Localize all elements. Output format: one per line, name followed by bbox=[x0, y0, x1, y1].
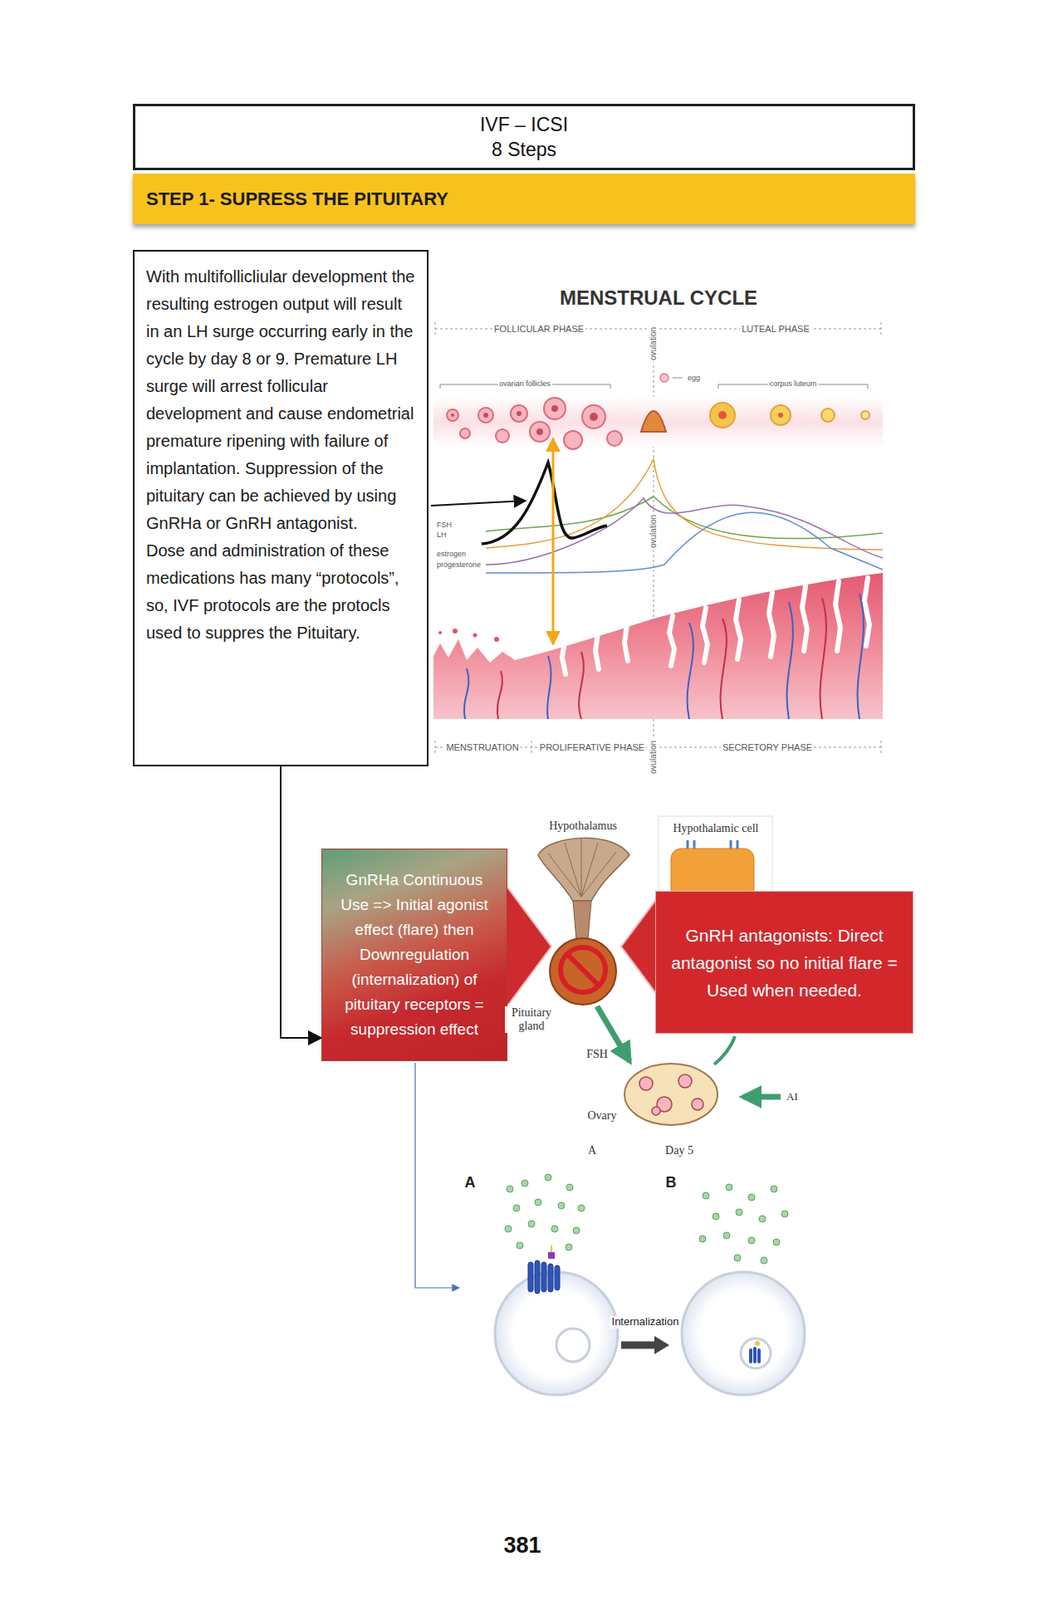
label-text: FSH bbox=[435, 520, 454, 529]
label-text: progesterone bbox=[435, 560, 483, 569]
label-text: ovulation bbox=[648, 513, 659, 550]
label-text: Hypothalamic cell bbox=[670, 822, 760, 836]
label-text: ovulation bbox=[648, 325, 659, 363]
label-text: ovarian follicles bbox=[497, 379, 553, 388]
label-text: A bbox=[586, 1144, 598, 1158]
label-text: corpus luteum bbox=[768, 379, 819, 388]
label-text: Internalization bbox=[610, 1316, 681, 1329]
label-text: Hypothalamus bbox=[547, 819, 619, 833]
label-text: MENSTRUAL CYCLE bbox=[558, 286, 760, 310]
node-text: GnRHa Continuous Use => Initial agonist … bbox=[333, 867, 495, 1043]
label-text: PROLIFERATIVE PHASE bbox=[538, 742, 647, 754]
step-band: STEP 1- SUPRESS THE PITUITARY bbox=[132, 173, 916, 225]
label-text: estrogen bbox=[435, 549, 468, 559]
label-text: FOLLICULAR PHASE bbox=[492, 323, 586, 335]
antagonist-box: GnRH antagonists: Direct antagonist so n… bbox=[655, 891, 914, 1034]
label-text: LH bbox=[435, 530, 449, 539]
title-box: IVF – ICSI8 Steps bbox=[132, 103, 916, 171]
label-text: egg bbox=[685, 373, 702, 382]
node-text: STEP 1- SUPRESS THE PITUITARY bbox=[146, 188, 449, 211]
label-text: FSH bbox=[584, 1048, 610, 1062]
node-text: IVF – ICSI bbox=[135, 112, 913, 138]
text-box: With multifollicliular development the r… bbox=[132, 249, 429, 767]
label-text: Ovary bbox=[586, 1109, 619, 1123]
label-text: B bbox=[664, 1174, 679, 1192]
label-text: Pituitary gland bbox=[504, 1006, 559, 1034]
label-text: ovulation bbox=[648, 739, 659, 776]
label-text: Day 5 bbox=[663, 1144, 696, 1158]
node-text: With multifollicliular development the r… bbox=[146, 263, 417, 538]
label-text: SECRETORY PHASE bbox=[720, 742, 814, 754]
node-text: GnRH antagonists: Direct antagonist so n… bbox=[667, 921, 902, 1004]
connector-arrow bbox=[280, 766, 322, 1039]
label-text: MENSTRUATION bbox=[444, 742, 520, 754]
node-text: 8 Steps bbox=[135, 137, 913, 162]
label-text: LUTEAL PHASE bbox=[739, 323, 812, 335]
label-text: AI bbox=[784, 1091, 800, 1104]
node-text: Dose and administration of these medicat… bbox=[146, 537, 417, 647]
label-text: 381 bbox=[501, 1532, 543, 1559]
agonist-box: GnRHa Continuous Use => Initial agonist … bbox=[321, 848, 508, 1062]
label-text: A bbox=[463, 1174, 478, 1192]
